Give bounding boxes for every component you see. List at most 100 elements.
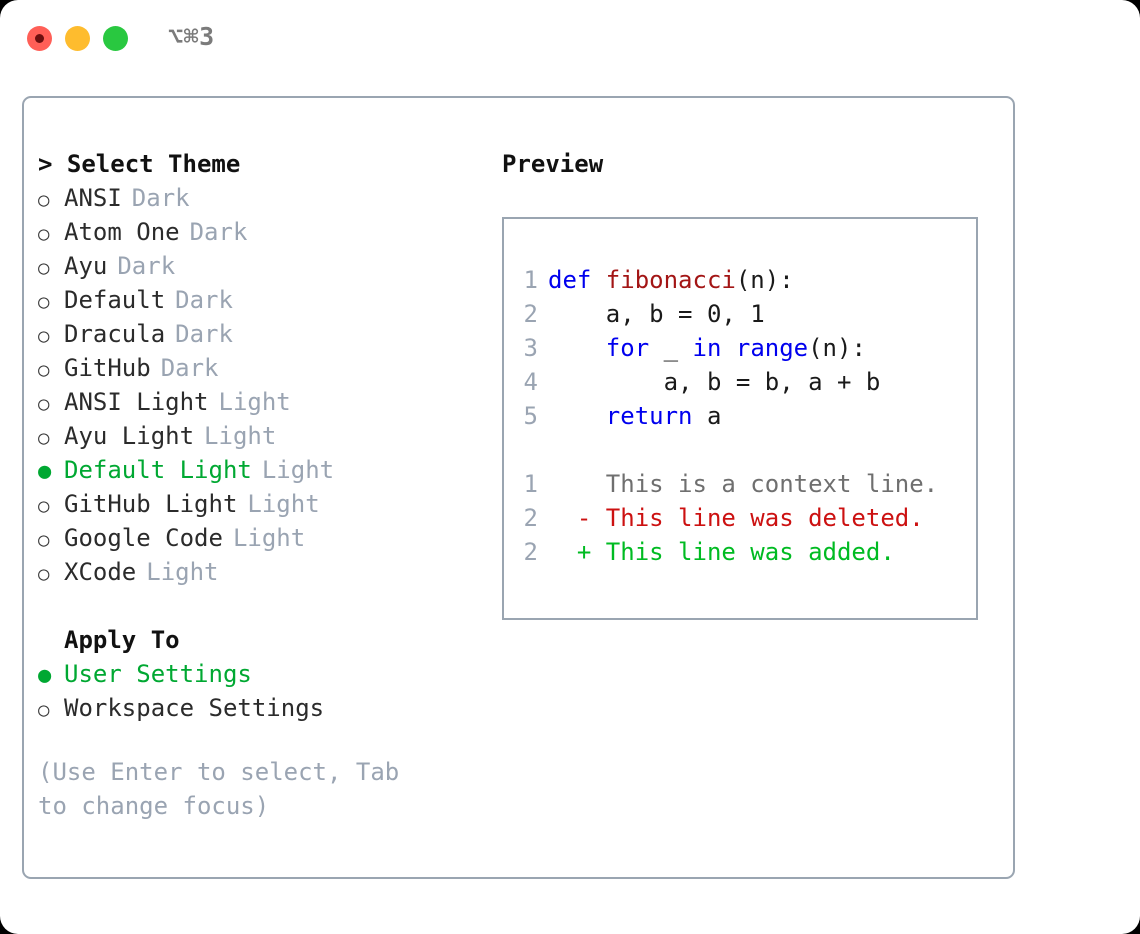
diff-line-text: - This line was deleted. [548, 504, 924, 532]
keyboard-hint-text: (Use Enter to select, Tab to change focu… [38, 758, 414, 820]
theme-list-item[interactable]: ● Default Light Light [38, 453, 498, 487]
diff-line: 2 + This line was added. [504, 535, 976, 569]
title-bar: ⌥⌘3 [0, 0, 1140, 78]
radio-selected-icon[interactable]: ● [38, 663, 52, 688]
theme-list-item[interactable]: ○ Ayu Dark [38, 249, 498, 283]
radio-selected-icon[interactable]: ● [38, 459, 52, 484]
code-line-number: 3 [523, 334, 538, 362]
theme-name: Dracula [64, 320, 166, 348]
radio-unselected-icon[interactable]: ○ [38, 291, 50, 313]
theme-variant-tag: Dark [175, 286, 233, 314]
radio-unselected-icon[interactable]: ○ [38, 257, 50, 279]
diff-line-text: This is a context line. [548, 470, 939, 498]
code-token: for [605, 334, 650, 362]
theme-name: GitHub [64, 354, 151, 382]
maximize-window-button[interactable] [103, 26, 128, 51]
radio-unselected-icon[interactable]: ○ [38, 189, 50, 211]
apply-to-list[interactable]: ● User Settings ○Workspace Settings [38, 657, 498, 725]
diff-line-number: 1 [523, 470, 538, 498]
code-token [548, 334, 606, 362]
radio-unselected-icon[interactable]: ○ [38, 325, 50, 347]
theme-variant-tag: Light [204, 422, 277, 450]
theme-list-item[interactable]: ○ XCode Light [38, 555, 498, 589]
theme-list-item[interactable]: ○ Google Code Light [38, 521, 498, 555]
radio-unselected-icon[interactable]: ○ [38, 495, 50, 517]
theme-name: Google Code [64, 524, 223, 552]
code-line-text: for _ in range(n): [548, 331, 866, 365]
code-token: in range [692, 334, 809, 362]
theme-name: Default [64, 286, 166, 314]
theme-list-item[interactable]: ○ Default Dark [38, 283, 498, 317]
radio-unselected-icon[interactable]: ○ [38, 529, 50, 551]
code-token: return [605, 402, 693, 430]
radio-unselected-icon[interactable]: ○ [38, 359, 50, 381]
diff-line-text: + This line was added. [548, 538, 895, 566]
code-diff-separator [504, 433, 976, 467]
theme-name: Atom One [64, 218, 180, 246]
theme-list-item[interactable]: ○ Dracula Dark [38, 317, 498, 351]
theme-list-item[interactable]: ○ GitHub Light Light [38, 487, 498, 521]
diff-line-number: 2 [523, 504, 538, 532]
code-token: fibonacci [605, 266, 736, 294]
theme-name: ANSI Light [64, 388, 209, 416]
keyboard-shortcut-label: ⌥⌘3 [168, 22, 215, 51]
radio-unselected-icon[interactable]: ○ [38, 563, 50, 585]
radio-unselected-icon[interactable]: ○ [38, 223, 50, 245]
theme-variant-tag: Dark [175, 320, 233, 348]
theme-variant-tag: Dark [160, 354, 219, 382]
theme-name: Ayu Light [64, 422, 195, 450]
code-line-number: 4 [523, 368, 538, 396]
theme-list-item[interactable]: ○ Ayu Light Light [38, 419, 498, 453]
theme-name: Default Light [64, 456, 252, 484]
theme-variant-tag: Light [232, 524, 306, 552]
code-token [548, 402, 606, 430]
code-token: a [692, 402, 722, 430]
apply-to-option[interactable]: ● User Settings [38, 657, 498, 691]
theme-variant-tag: Light [247, 490, 320, 518]
code-line: 5 return a [504, 399, 976, 433]
radio-unselected-icon[interactable]: ○ [38, 393, 50, 415]
theme-name: ANSI [64, 184, 122, 212]
apply-to-option[interactable]: ○Workspace Settings [38, 691, 498, 725]
apply-to-label: Apply To [64, 626, 180, 654]
theme-list-item[interactable]: ○ GitHub Dark [38, 351, 498, 385]
apply-to-option-label: User Settings [64, 660, 252, 688]
code-line-number: 5 [523, 402, 538, 430]
code-token: (n): [735, 266, 794, 294]
theme-name: XCode [64, 558, 137, 586]
code-line: 2 a, b = 0, 1 [504, 297, 976, 331]
minimize-window-button[interactable] [65, 26, 90, 51]
code-token: a, b = 0, 1 [548, 300, 765, 328]
code-line-text: a, b = 0, 1 [548, 297, 765, 331]
code-line: 4 a, b = b, a + b [504, 365, 976, 399]
radio-unselected-icon[interactable]: ○ [38, 427, 50, 449]
close-window-button[interactable] [27, 26, 52, 51]
diff-line: 2 - This line was deleted. [504, 501, 976, 535]
code-line-text: def fibonacci(n): [548, 263, 794, 297]
traffic-light-group [27, 26, 128, 51]
theme-variant-tag: Light [261, 456, 335, 484]
theme-name: Ayu [64, 252, 108, 280]
theme-variant-tag: Dark [117, 252, 176, 280]
select-theme-heading: > Select Theme [38, 150, 241, 178]
code-line-number: 2 [523, 300, 538, 328]
diff-sample: 1 This is a context line. 2 - This line w… [504, 467, 976, 569]
radio-unselected-icon[interactable]: ○ [38, 699, 50, 721]
list-spacer [38, 589, 498, 623]
code-line: 3 for _ in range(n): [504, 331, 976, 365]
theme-variant-tag: Light [146, 558, 219, 586]
theme-name: GitHub Light [64, 490, 238, 518]
code-line-text: return a [548, 399, 722, 433]
diff-line-number: 2 [523, 538, 538, 566]
